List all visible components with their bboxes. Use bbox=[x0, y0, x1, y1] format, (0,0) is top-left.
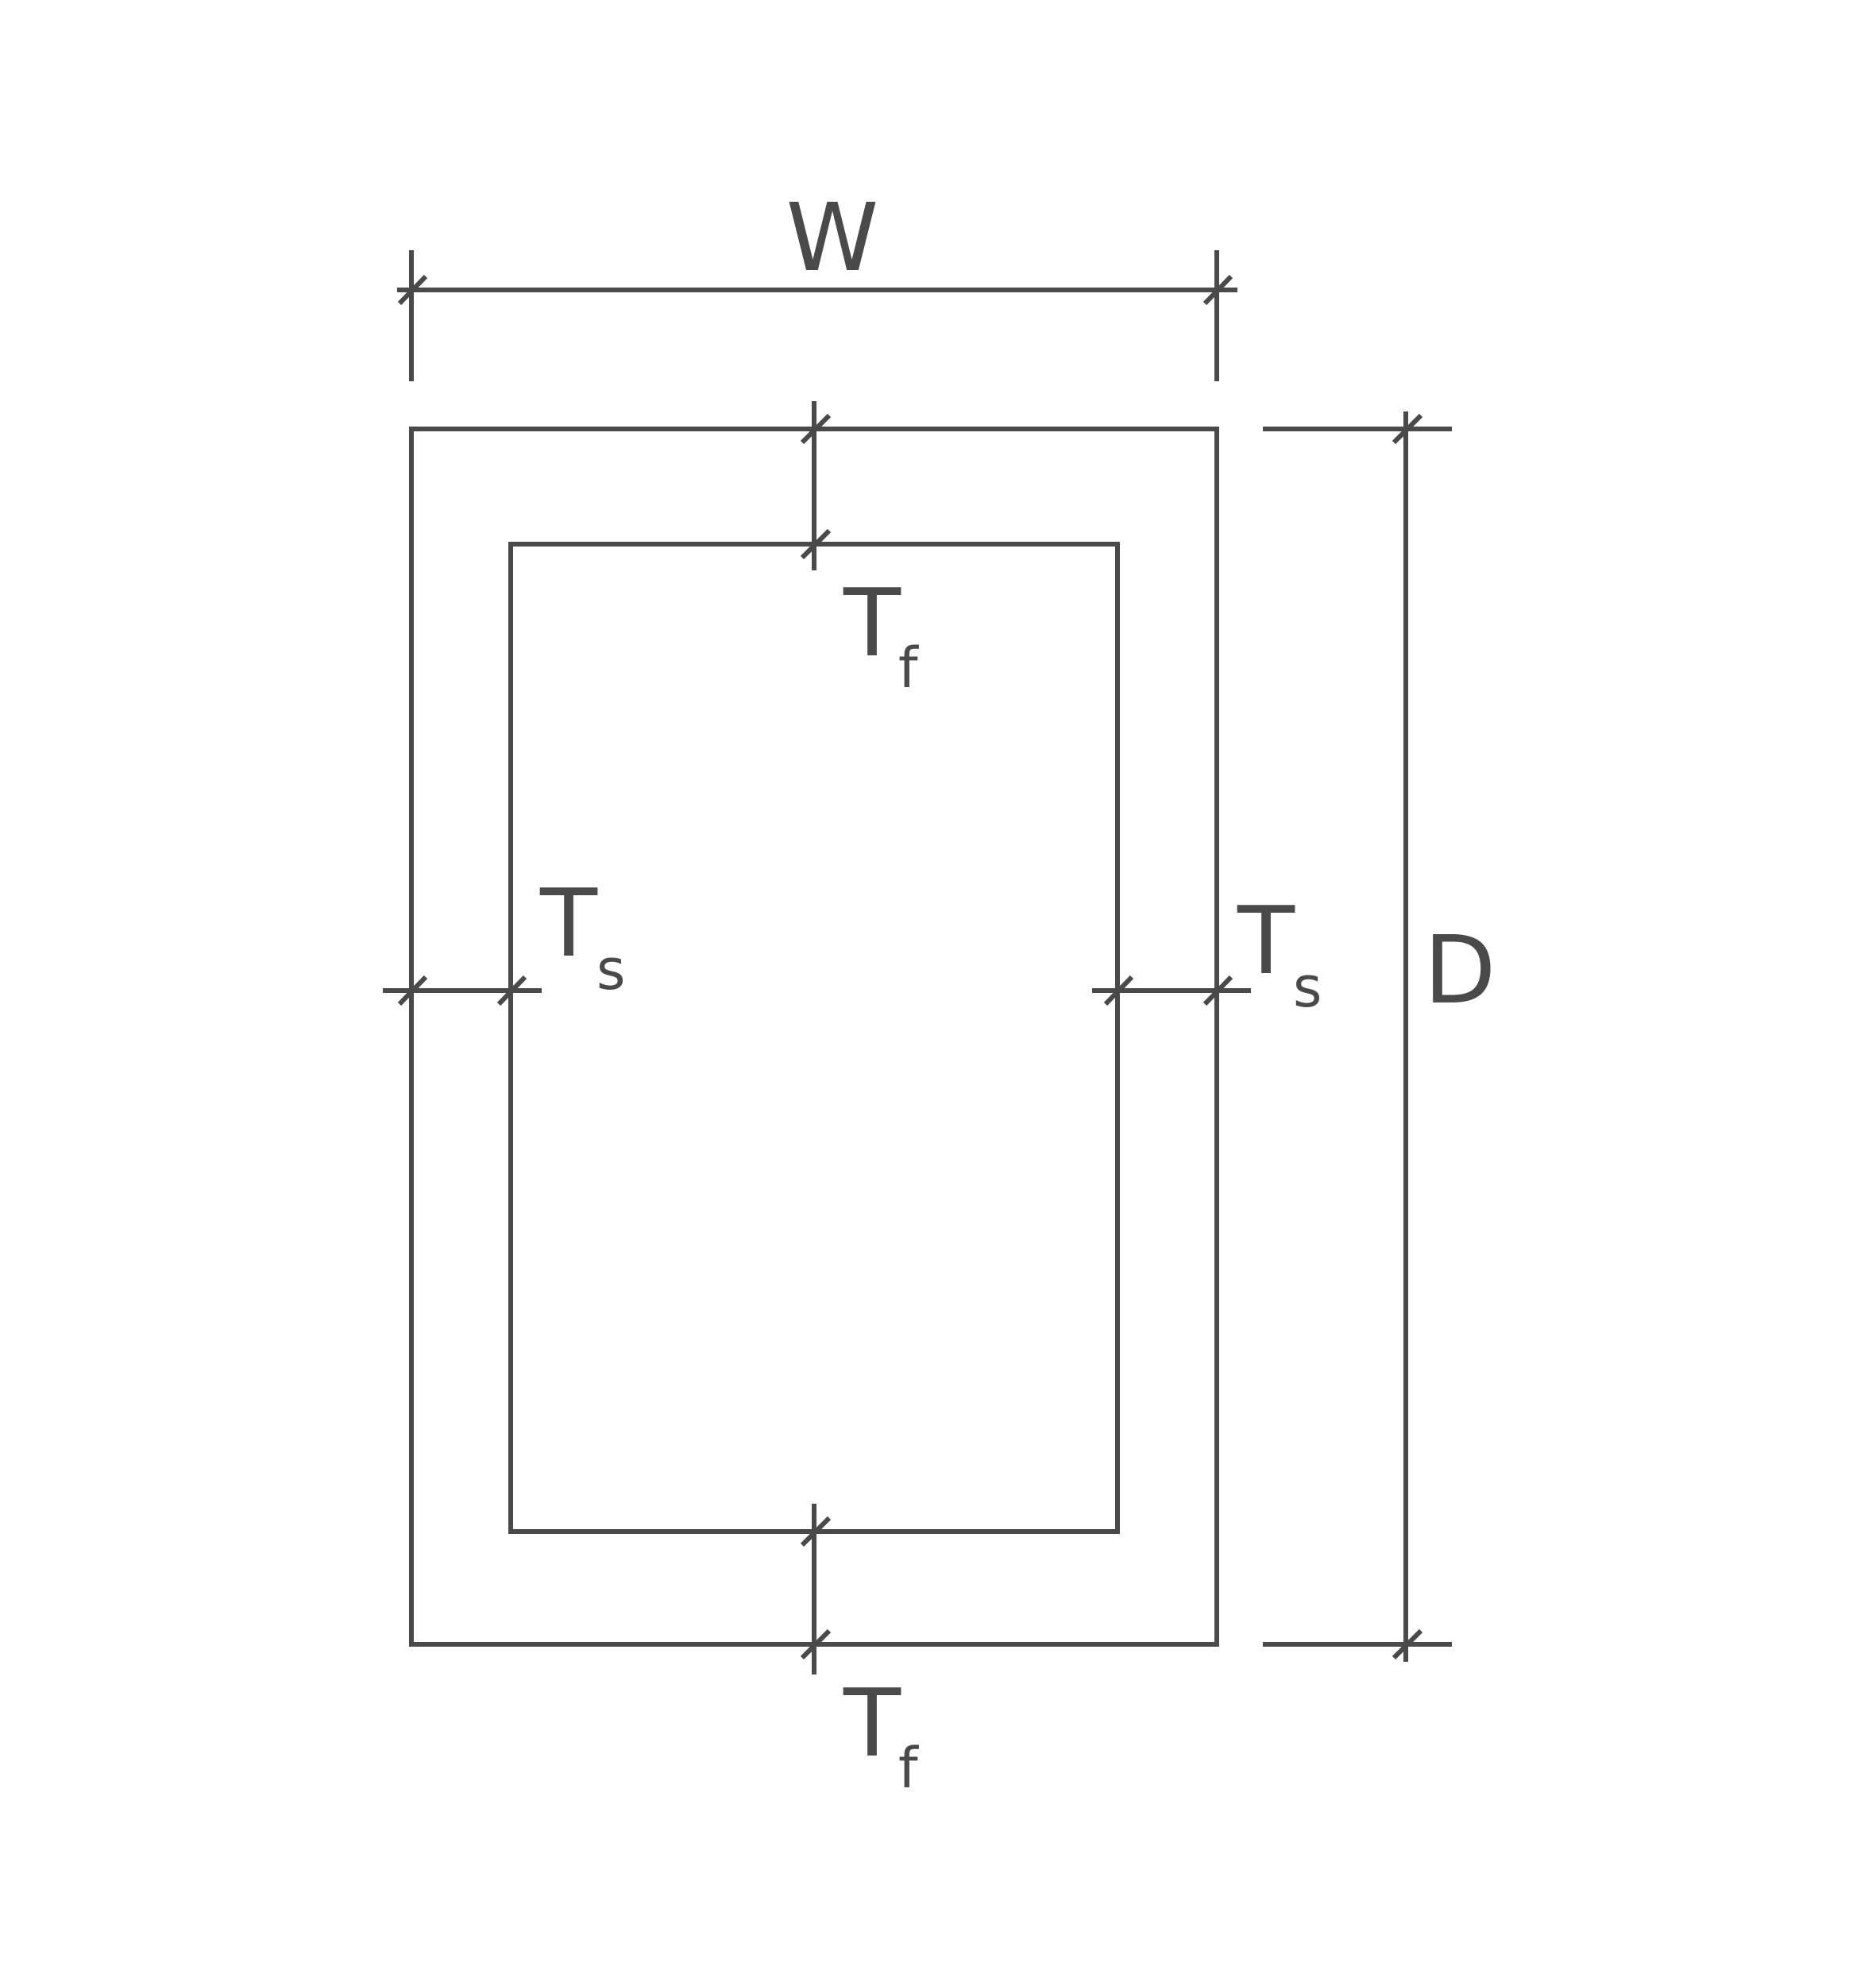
right-side-label-subscript: s bbox=[1293, 955, 1322, 1020]
left-side-tick-outer bbox=[397, 975, 428, 1006]
top-flange-label-main: T bbox=[843, 568, 901, 678]
bottom-flange-tick-outer bbox=[800, 1628, 832, 1660]
width-tick-left bbox=[397, 274, 428, 306]
right-side-tick-outer bbox=[1202, 975, 1233, 1006]
bottom-flange-tick-inner bbox=[800, 1516, 832, 1547]
right-side-label-main: T bbox=[1237, 886, 1295, 995]
right-side-tick-inner bbox=[1103, 975, 1134, 1006]
top-flange-tick-inner bbox=[800, 528, 832, 560]
bottom-flange-label-main: T bbox=[843, 1668, 901, 1778]
top-flange-thickness-dimension bbox=[800, 401, 832, 570]
bottom-flange-label-subscript: f bbox=[898, 1736, 919, 1801]
left-side-thickness-dimension bbox=[383, 975, 542, 1006]
outer-rectangle bbox=[409, 427, 1219, 1647]
depth-tick-bottom bbox=[1392, 1628, 1423, 1660]
left-side-label-subscript: s bbox=[596, 937, 625, 1002]
bottom-flange-thickness-dimension bbox=[800, 1504, 832, 1674]
top-flange-thickness-label: T f bbox=[843, 568, 919, 701]
left-side-label-main: T bbox=[539, 868, 598, 978]
width-dimension bbox=[397, 250, 1237, 381]
depth-label: D bbox=[1424, 915, 1496, 1025]
depth-dimension bbox=[1263, 411, 1452, 1662]
top-flange-label-subscript: f bbox=[898, 635, 919, 701]
width-label: W bbox=[786, 183, 879, 292]
top-flange-tick-outer bbox=[800, 413, 832, 445]
inner-rectangle bbox=[508, 542, 1120, 1534]
right-side-thickness-dimension bbox=[1092, 975, 1251, 1006]
section-outline bbox=[409, 427, 1219, 1647]
left-side-thickness-label: T s bbox=[539, 868, 625, 1002]
left-side-tick-inner bbox=[496, 975, 527, 1006]
right-side-thickness-label: T s bbox=[1237, 886, 1322, 1020]
depth-tick-top bbox=[1392, 413, 1423, 445]
bottom-flange-thickness-label: T f bbox=[843, 1668, 919, 1801]
width-tick-right bbox=[1202, 274, 1233, 306]
